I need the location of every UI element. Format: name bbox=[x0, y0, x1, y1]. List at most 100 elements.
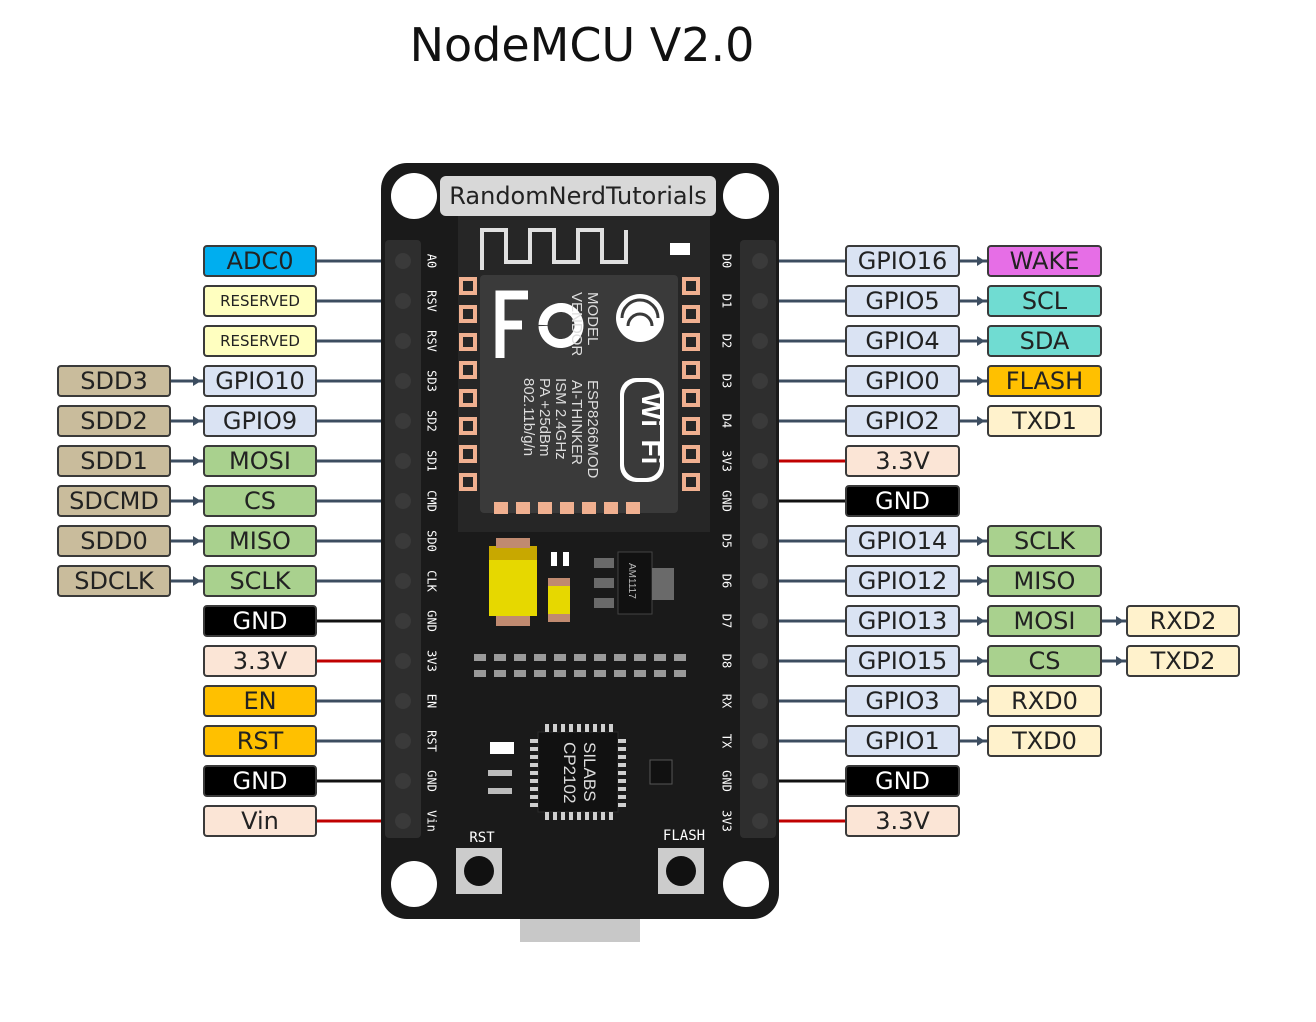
chip-pin bbox=[553, 724, 557, 732]
smd-pad bbox=[654, 670, 666, 677]
mounting-hole-tr bbox=[723, 173, 769, 219]
header-pin bbox=[752, 413, 768, 429]
rst-button[interactable] bbox=[456, 848, 502, 894]
chip-pin bbox=[618, 803, 626, 807]
pin-label-left: MOSI bbox=[203, 445, 317, 477]
smd-pad bbox=[594, 654, 606, 661]
smd-pad bbox=[514, 670, 526, 677]
header-pin bbox=[752, 493, 768, 509]
small-capacitor bbox=[548, 578, 570, 622]
chip-pin bbox=[530, 787, 538, 791]
module-pad-hole bbox=[463, 337, 473, 347]
pin-label-right: RXD0 bbox=[987, 685, 1102, 717]
pin-label-left: CS bbox=[203, 485, 317, 517]
header-pin bbox=[395, 293, 411, 309]
header-pin bbox=[752, 693, 768, 709]
silk-label-right: D5 bbox=[720, 534, 734, 548]
silk-label-right: D2 bbox=[720, 334, 734, 348]
connector-arrow bbox=[1116, 656, 1124, 666]
smd-pad bbox=[574, 670, 586, 677]
connector-arrow bbox=[977, 616, 985, 626]
pin-label-right: SCL bbox=[987, 285, 1102, 317]
header-pin bbox=[752, 573, 768, 589]
silk-label-left: SD3 bbox=[425, 370, 439, 392]
chip-pin bbox=[530, 795, 538, 799]
connector-arrow bbox=[977, 416, 985, 426]
module-pad-hole bbox=[463, 281, 473, 291]
pin-label-left: RESERVED bbox=[203, 285, 317, 317]
chip-pin bbox=[593, 724, 597, 732]
mounting-hole-br bbox=[723, 861, 769, 907]
chip-pin bbox=[618, 795, 626, 799]
pin-label-left: GPIO10 bbox=[203, 365, 317, 397]
module-pad bbox=[560, 502, 574, 514]
pin-label-right: 3.3V bbox=[845, 805, 960, 837]
smd-pad bbox=[514, 654, 526, 661]
chip-pin bbox=[530, 771, 538, 775]
module-pad-hole bbox=[463, 449, 473, 459]
chip-pin bbox=[609, 724, 613, 732]
smd-part bbox=[488, 788, 512, 794]
transistor bbox=[649, 759, 673, 785]
pin-label-right: MOSI bbox=[987, 605, 1102, 637]
silk-label-right: D3 bbox=[720, 374, 734, 388]
chip-pin bbox=[530, 763, 538, 767]
module-pad-hole bbox=[686, 421, 696, 431]
header-pin bbox=[752, 813, 768, 829]
header-pin bbox=[395, 413, 411, 429]
pin-label-right: GPIO0 bbox=[845, 365, 960, 397]
pin-label-right: GPIO4 bbox=[845, 325, 960, 357]
page-title: NodeMCU V2.0 bbox=[409, 18, 755, 72]
connector-arrow bbox=[977, 656, 985, 666]
smd-pad bbox=[574, 654, 586, 661]
pin-label-left: MISO bbox=[203, 525, 317, 557]
silk-label-right: D7 bbox=[720, 614, 734, 628]
connector-arrow bbox=[977, 576, 985, 586]
module-pad bbox=[516, 502, 530, 514]
chip-pin bbox=[530, 803, 538, 807]
silk-label-left: Vin bbox=[425, 810, 439, 832]
pin-label-left: SDD3 bbox=[57, 365, 171, 397]
chip-pin bbox=[618, 779, 626, 783]
connector-arrow bbox=[977, 256, 985, 266]
pin-label-right: GPIO3 bbox=[845, 685, 960, 717]
pin-label-right: GPIO5 bbox=[845, 285, 960, 317]
chip-pin bbox=[569, 812, 573, 820]
chip-pin bbox=[618, 771, 626, 775]
header-pin bbox=[395, 533, 411, 549]
pin-label-right: CS bbox=[987, 645, 1102, 677]
silk-label-left: A0 bbox=[425, 254, 439, 268]
smd-part bbox=[490, 742, 514, 754]
brand-label: RandomNerdTutorials bbox=[440, 176, 716, 216]
module-pad-hole bbox=[463, 421, 473, 431]
connector-arrow bbox=[977, 696, 985, 706]
silk-label-left: EN bbox=[425, 694, 439, 708]
module-pad-hole bbox=[686, 449, 696, 459]
connector-arrow bbox=[193, 496, 201, 506]
pin-label-right: GPIO2 bbox=[845, 405, 960, 437]
silk-label-left: CLK bbox=[425, 570, 439, 592]
pin-label-left: ADC0 bbox=[203, 245, 317, 277]
connector-arrow bbox=[193, 536, 201, 546]
smd-pad bbox=[674, 654, 686, 661]
mounting-hole-bl bbox=[391, 861, 437, 907]
silk-label-left: GND bbox=[425, 770, 439, 792]
pin-label-right: GND bbox=[845, 765, 960, 797]
header-pin bbox=[395, 773, 411, 789]
smd-pad bbox=[674, 670, 686, 677]
module-pad-hole bbox=[686, 365, 696, 375]
header-pin bbox=[395, 253, 411, 269]
silk-label-right: GND bbox=[720, 770, 734, 792]
smd-pad bbox=[534, 654, 546, 661]
silk-label-left: SD1 bbox=[425, 450, 439, 472]
pin-label-right: GPIO14 bbox=[845, 525, 960, 557]
chip-pin bbox=[545, 724, 549, 732]
silk-label-right: D8 bbox=[720, 654, 734, 668]
chip-pin bbox=[577, 724, 581, 732]
smd-pad bbox=[474, 654, 486, 661]
silk-label-left: SD2 bbox=[425, 410, 439, 432]
pin-label-left: 3.3V bbox=[203, 645, 317, 677]
fc-logo bbox=[495, 290, 584, 358]
flash-button[interactable] bbox=[658, 848, 704, 894]
pin-label-right: GPIO15 bbox=[845, 645, 960, 677]
